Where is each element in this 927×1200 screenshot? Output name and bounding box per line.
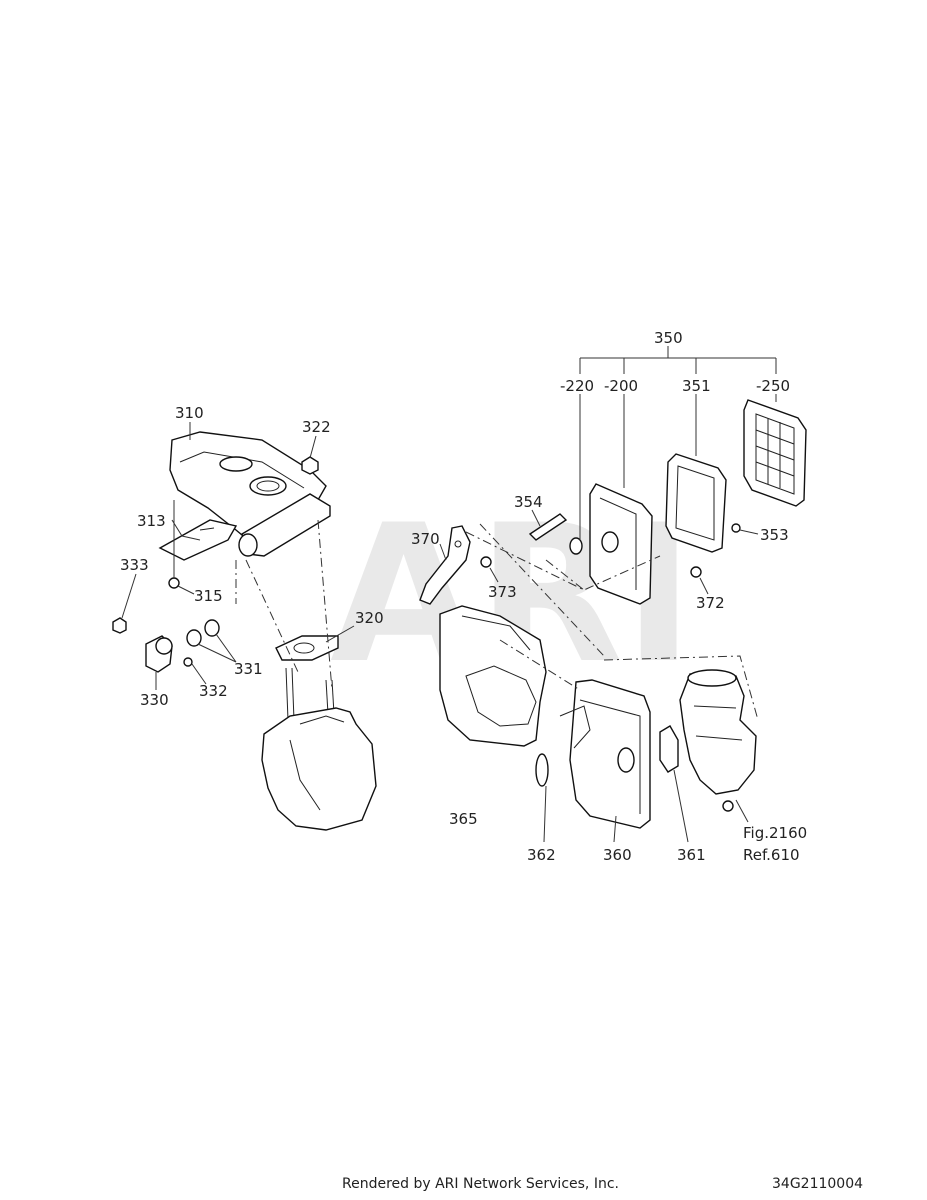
callout-310: 310 xyxy=(175,404,204,422)
callout-360: 360 xyxy=(603,846,632,864)
callout-322: 322 xyxy=(302,418,331,436)
callout-373: 373 xyxy=(488,583,517,601)
callout-362: 362 xyxy=(527,846,556,864)
callout-331: 331 xyxy=(234,660,263,678)
figure-reference-ref: Ref.610 xyxy=(743,846,800,864)
callout-200: -200 xyxy=(604,377,638,395)
air-cleaner-assembly xyxy=(419,346,807,829)
muffler-assembly xyxy=(112,431,377,831)
callout-350: 350 xyxy=(654,329,683,347)
callout-250: -250 xyxy=(756,377,790,395)
callout-332: 332 xyxy=(199,682,228,700)
figure-reference-fig: Fig.2160 xyxy=(743,824,807,842)
callout-330: 330 xyxy=(140,691,169,709)
callout-315: 315 xyxy=(194,587,223,605)
callout-372: 372 xyxy=(696,594,725,612)
callout-220: -220 xyxy=(560,377,594,395)
callout-353: 353 xyxy=(760,526,789,544)
leader-lines xyxy=(121,394,777,843)
diagram-code: 34G2110004 xyxy=(772,1176,864,1192)
callout-320: 320 xyxy=(355,609,384,627)
callout-365: 365 xyxy=(449,810,478,828)
callout-361: 361 xyxy=(677,846,706,864)
callout-370: 370 xyxy=(411,530,440,548)
callout-313: 313 xyxy=(137,512,166,530)
callout-labels: 310 322 313 333 315 320 331 330 332 350 … xyxy=(120,329,807,864)
rendered-by-credit: Rendered by ARI Network Services, Inc. xyxy=(342,1176,619,1192)
callout-333: 333 xyxy=(120,556,149,574)
callout-351: 351 xyxy=(682,377,711,395)
callout-354: 354 xyxy=(514,493,543,511)
